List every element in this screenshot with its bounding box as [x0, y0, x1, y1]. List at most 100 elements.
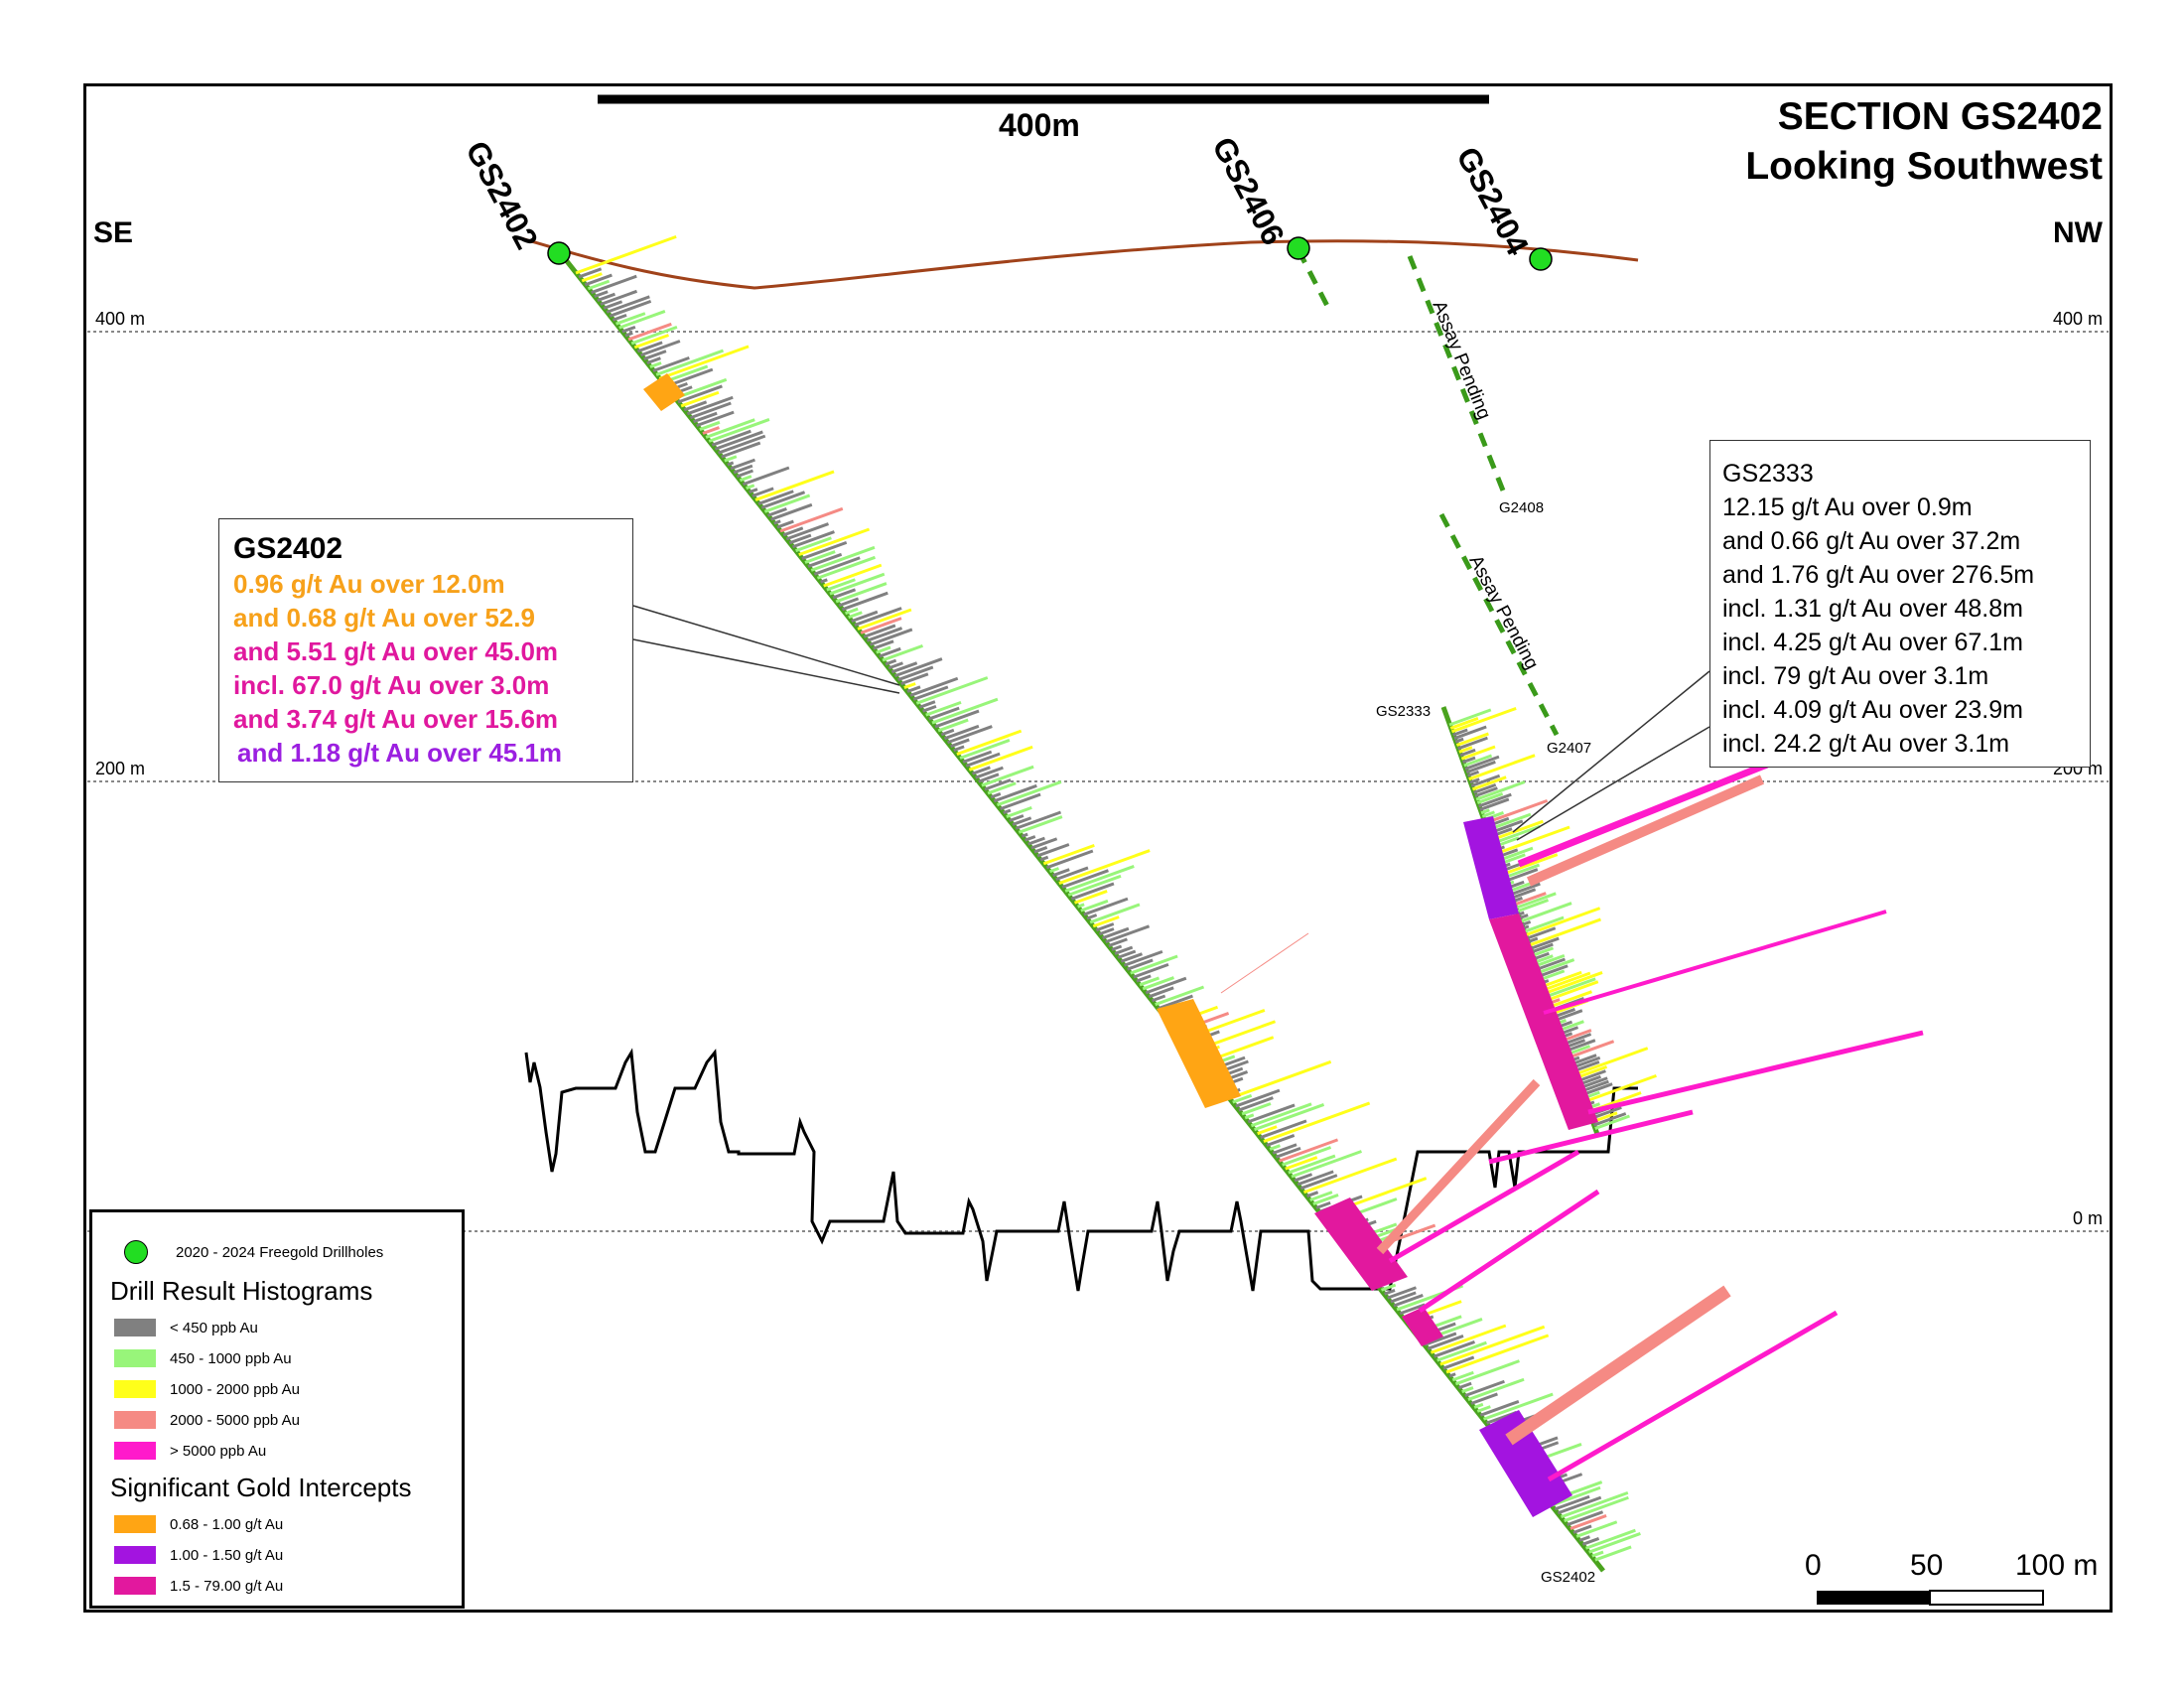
callout-gs2333-line: incl. 79 g/t Au over 3.1m: [1722, 662, 1989, 690]
histogram-bar: [603, 300, 623, 310]
histogram-bar: [1578, 1535, 1590, 1542]
histogram-bar: [1473, 782, 1497, 794]
histogram-bar: [646, 356, 661, 365]
histogram-bar: [652, 355, 690, 372]
histogram-bar: [1039, 855, 1049, 862]
histogram-bar: [1462, 756, 1476, 764]
histogram-bar: [866, 627, 903, 642]
histogram-bar: [968, 745, 1033, 772]
histogram-bar: [860, 617, 902, 634]
histogram-bar: [947, 725, 993, 745]
histogram-bar: [760, 491, 806, 509]
histogram-bar: [922, 704, 937, 713]
histogram-bar: [996, 780, 1062, 807]
histogram-bar: [1049, 867, 1060, 874]
histogram-bar: [1433, 1340, 1475, 1358]
histogram-bar: [1594, 1114, 1630, 1130]
histogram-bar: [1127, 958, 1154, 971]
histogram-bar: [773, 519, 781, 525]
histogram-bar: [1458, 1381, 1472, 1390]
histogram-bar: [1257, 1125, 1278, 1136]
orientation-se: SE: [93, 216, 134, 249]
histogram-bar: [1315, 1200, 1331, 1209]
gs2333-bar-long-3: [1543, 910, 1887, 1015]
histogram-bar: [1484, 798, 1549, 825]
histogram-bar: [915, 676, 989, 705]
histogram-bar: [785, 522, 830, 541]
histogram-bar: [655, 349, 725, 376]
histogram-bar: [680, 390, 720, 408]
gs2333-bar-long-5: [1488, 1109, 1694, 1165]
histogram-bar: [1012, 816, 1032, 826]
histogram-bar: [751, 487, 774, 497]
histogram-bar: [1515, 892, 1557, 910]
g2407-trace: [1438, 512, 1560, 737]
intercept-gs2402-orange-upper: [643, 373, 685, 411]
histogram-bar: [1021, 832, 1028, 838]
leader-gs2333-a: [1512, 670, 1710, 833]
callout-gs2333-line: incl. 24.2 g/t Au over 3.1m: [1722, 730, 2010, 758]
histogram-bar: [925, 700, 962, 717]
histogram-bar: [1285, 1156, 1318, 1171]
swatch: [114, 1577, 156, 1595]
histogram-bar: [658, 345, 750, 380]
histogram-bar: [1294, 1173, 1313, 1183]
scale-bar-mid: 50: [1910, 1549, 1944, 1582]
histogram-bar: [1505, 868, 1539, 883]
histogram-bar: [1152, 994, 1166, 1003]
histogram-bar: [776, 519, 794, 529]
histogram-bar: [739, 475, 752, 483]
histogram-bar: [832, 588, 857, 600]
scale-bar-black: [1817, 1591, 1930, 1605]
histogram-bar: [1574, 1047, 1649, 1076]
histogram-bar: [1095, 922, 1115, 932]
histogram-bar: [854, 607, 902, 627]
histogram-bar: [1576, 1069, 1606, 1083]
histogram-bar: [912, 685, 949, 701]
histogram-bar: [1510, 882, 1541, 897]
histogram-bar: [1299, 1174, 1338, 1191]
histogram-bar: [841, 591, 888, 612]
histogram-bar: [1306, 1191, 1319, 1198]
histogram-bar: [826, 578, 856, 592]
histogram-bar: [749, 488, 758, 494]
intercept-gs2402-orange-lower: [1157, 999, 1241, 1108]
histogram-bar: [1479, 797, 1510, 811]
histogram-bar: [823, 563, 883, 588]
histogram-bar: [649, 361, 662, 368]
histogram-bar: [677, 384, 723, 404]
histogram-bar: [1279, 1138, 1339, 1163]
histogram-bar: [835, 582, 887, 604]
histogram-bar: [1018, 815, 1063, 834]
histogram-bar: [1272, 1143, 1297, 1155]
legend-intercept-label: 0.68 - 1.00 g/t Au: [170, 1515, 284, 1533]
histogram-bar: [711, 429, 751, 447]
legend-intercept-row: 1.00 - 1.50 g/t Au: [114, 1545, 283, 1565]
histogram-bar: [813, 556, 861, 576]
legend-drillholes: 2020 - 2024 Freegold Drillholes: [124, 1240, 383, 1264]
histogram-bar: [1036, 843, 1070, 858]
histogram-bar: [1539, 964, 1569, 978]
leader-gs2333-b: [1516, 726, 1710, 841]
histogram-bar: [918, 700, 936, 709]
histogram-bar: [721, 441, 761, 459]
histogram-bar: [1430, 1324, 1507, 1354]
histogram-bar: [1475, 780, 1526, 801]
histogram-bar: [718, 434, 766, 455]
histogram-bar: [1508, 882, 1532, 893]
histogram-bar: [696, 410, 735, 428]
leader-gs2402-b: [632, 638, 900, 694]
histogram-bar: [801, 540, 848, 560]
histogram-bar: [870, 628, 913, 646]
histogram-bar: [1077, 903, 1085, 909]
histogram-bar: [727, 461, 735, 467]
topography-line: [520, 236, 1639, 290]
histogram-bar: [1557, 1495, 1602, 1515]
callout-gs2402-line: and 0.68 g/t Au over 52.9: [233, 603, 535, 633]
leader-gs2402-a: [632, 605, 900, 686]
legend-intercept-label: 1.00 - 1.50 g/t Au: [170, 1546, 284, 1564]
histogram-bar: [1030, 837, 1058, 850]
histogram-bar: [1123, 949, 1163, 967]
histogram-bar: [1291, 1150, 1362, 1179]
histogram-bar: [1302, 1157, 1398, 1195]
